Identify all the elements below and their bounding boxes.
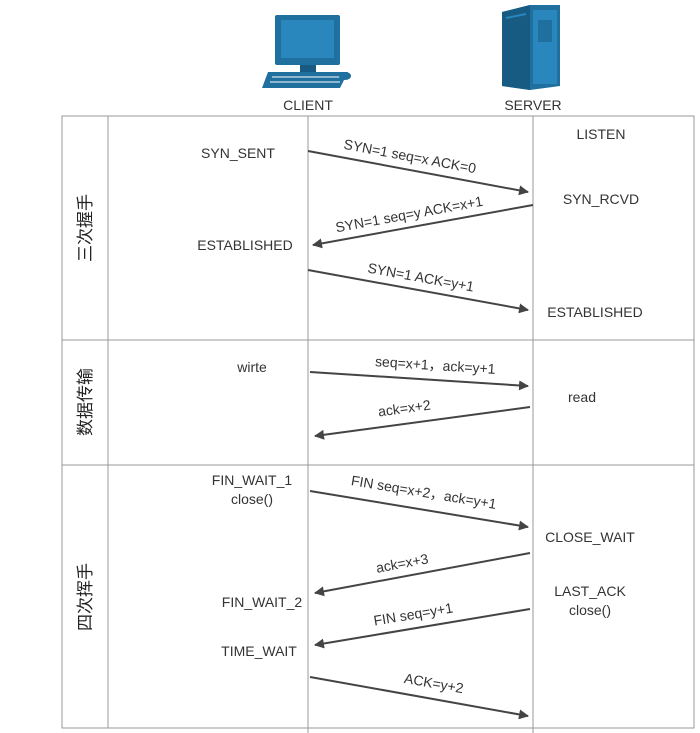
client-state: close() [231,491,273,507]
section-title-data-transfer: 数据传输 [76,368,96,436]
message-label: SYN=1 seq=y ACK=x+1 [334,193,484,235]
client-state: TIME_WAIT [221,643,297,659]
message-label: ACK=y+2 [403,670,465,696]
message-label: SYN=1 ACK=y+1 [366,260,475,295]
message-arrow [314,608,531,649]
message-arrow [314,406,531,440]
message-label: seq=x+1，ack=y+1 [375,353,497,377]
server-state: ESTABLISHED [547,304,642,320]
server-state: LAST_ACK [554,583,626,599]
message-arrow [307,269,529,314]
message-arrow [307,150,529,196]
server-label: SERVER [504,97,561,113]
message-arrow [309,371,529,391]
message-arrow [312,204,534,249]
client-state: ESTABLISHED [197,237,292,253]
desktop-computer-icon [262,15,351,88]
message-arrow [309,676,529,720]
message-label: FIN seq=x+2，ack=y+1 [350,472,498,512]
server-state: read [568,389,596,405]
client-label: CLIENT [283,97,333,113]
server-state: CLOSE_WAIT [545,529,635,545]
section-title-handshake: 三次握手 [76,194,96,262]
client-state: SYN_SENT [201,145,275,161]
client-state: FIN_WAIT_1 [212,472,293,488]
section-title-teardown: 四次挥手 [76,563,96,631]
client-state: FIN_WAIT_2 [222,594,303,610]
server-state: LISTEN [576,126,625,142]
server-state: close() [569,602,611,618]
server-state: SYN_RCVD [563,191,639,207]
message-arrow [314,552,531,597]
message-arrow [309,490,529,531]
client-state: wirte [236,359,267,375]
message-label: ack=x+3 [375,550,430,575]
diagram-frame [61,115,695,729]
message-label: ack=x+2 [377,397,432,420]
server-tower-icon [502,5,560,90]
